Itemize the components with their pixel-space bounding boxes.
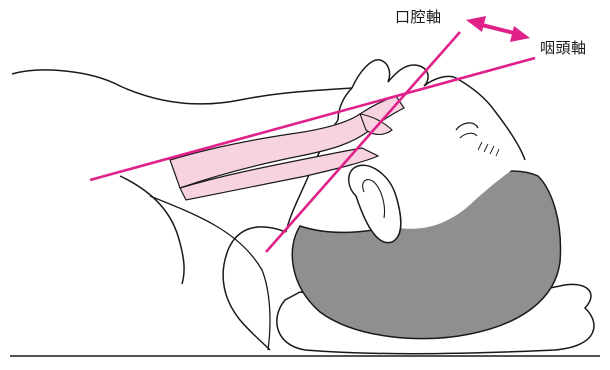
shoulder-curve <box>150 196 270 350</box>
double-headed-arrow-icon <box>466 16 530 42</box>
jaw-line <box>338 88 352 120</box>
pharyngeal-axis-label: 咽頭軸 <box>540 37 587 58</box>
arm-outline <box>120 176 184 284</box>
body-outline <box>12 70 352 104</box>
back-outline <box>223 227 286 350</box>
oral-axis-label: 口腔軸 <box>395 6 442 27</box>
